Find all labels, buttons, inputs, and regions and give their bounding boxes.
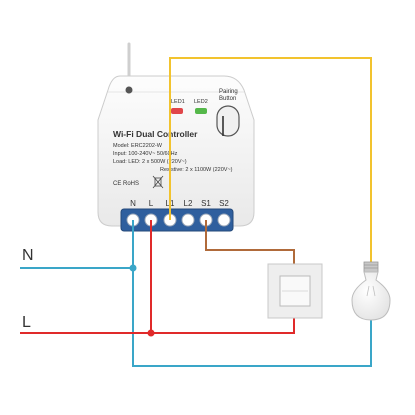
spec-model: Model: ERC2202-W <box>113 143 163 149</box>
terminal-label-n: N <box>130 199 136 208</box>
terminal-label-l2: L2 <box>184 199 193 208</box>
led2-indicator <box>195 108 207 114</box>
neutral-label: N <box>22 247 34 264</box>
light-bulb-icon <box>351 261 391 321</box>
wire-l1-to-lamp <box>169 57 372 262</box>
terminal-screw-s2 <box>217 213 231 227</box>
weee-bin-icon <box>152 175 164 189</box>
terminal-label-s2: S2 <box>219 199 229 208</box>
pairing-label-2: Button <box>219 96 236 102</box>
pairing-label-1: Pairing <box>219 89 238 95</box>
led2-label: LED2 <box>194 99 208 105</box>
terminal-screw-l2 <box>181 213 195 227</box>
led1-indicator <box>171 108 183 114</box>
live-to-switch <box>151 318 295 334</box>
device-title: Wi-Fi Dual Controller <box>113 129 198 139</box>
spec-load: Load: LED: 2 x 500W (220V~) <box>113 159 187 165</box>
wall-switch-icon <box>267 263 323 319</box>
neutral-junction <box>129 264 137 272</box>
spec-input: Input: 100-240V~ 50/60Hz <box>113 151 178 157</box>
pairing-button[interactable] <box>216 105 240 137</box>
antenna-hole <box>125 86 133 94</box>
live-junction <box>147 329 155 337</box>
terminal-label-l: L <box>149 199 154 208</box>
terminal-label-s1: S1 <box>201 199 211 208</box>
wire-s1-to-switch <box>205 220 295 270</box>
controller-body <box>97 75 255 227</box>
cert-marks: CE RoHS <box>113 181 139 187</box>
led1-label: LED1 <box>171 99 185 105</box>
live-label: L <box>22 314 31 331</box>
neutral-to-terminal <box>132 220 372 367</box>
spec-resistive: Resistive: 2 x 1100W (220V~) <box>160 167 233 173</box>
